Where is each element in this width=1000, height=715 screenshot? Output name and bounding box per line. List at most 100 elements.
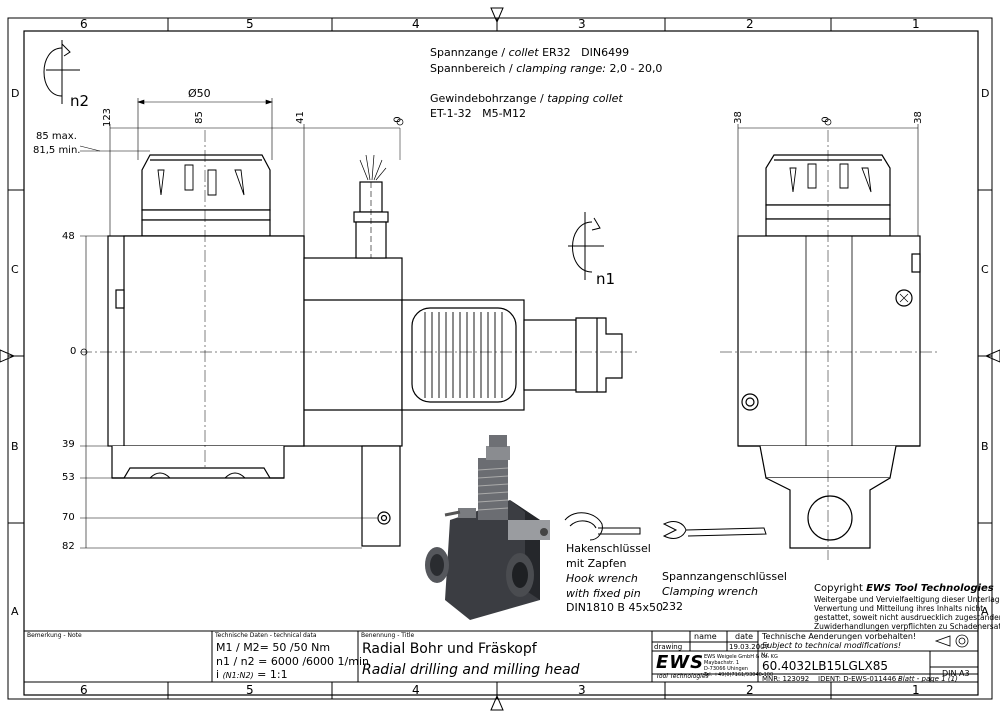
row-drawing: drawing — [654, 643, 683, 651]
col-label-3: 3 — [578, 17, 586, 31]
rotation-label-n1: n1 — [596, 270, 616, 288]
col-label-bottom-6: 6 — [80, 683, 88, 697]
tap-note-de: Gewindebohrzange / — [430, 92, 544, 105]
collet-note: Spannzange / collet ER32 DIN6499 — [430, 46, 629, 59]
title-label: Benennung - Title — [361, 632, 415, 639]
col-label-2: 2 — [746, 17, 754, 31]
dim-diameter-50: Ø50 — [188, 87, 211, 100]
dim-85: 85 — [193, 111, 205, 124]
col-label-bottom-4: 4 — [412, 683, 420, 697]
clamping-wrench-icon — [662, 521, 767, 539]
row-label-C: C — [11, 263, 19, 276]
collet-note-de: Spannzange / — [430, 46, 506, 59]
dim-81-5-min: 81,5 min. — [33, 145, 81, 156]
title-block — [24, 630, 978, 683]
col-label-1: 1 — [912, 17, 920, 31]
ews-logo-subtitle: Tool Technologies — [656, 673, 709, 680]
dim-0-right: 0 — [820, 116, 832, 123]
paper-format: DIN A3 — [942, 669, 970, 678]
title-german: Radial Bohr und Fräskopf — [362, 641, 537, 657]
dim-0-top: 0 — [392, 116, 404, 123]
mnr-number: MNR: 123092 — [762, 675, 810, 683]
col-label-5: 5 — [246, 17, 254, 31]
collet-note-spec: ER32 DIN6499 — [542, 46, 630, 59]
clamping-range-note: Spannbereich / clamping range: 2,0 - 20,… — [430, 62, 662, 75]
row-label-D: D — [11, 87, 20, 100]
ratio-value: = 1:1 — [257, 668, 288, 681]
hook-wrench-de-2: mit Zapfen — [566, 557, 627, 570]
right-view-dimensions — [737, 124, 919, 236]
rotation-symbol-n2 — [43, 40, 80, 104]
dim-53: 53 — [62, 472, 75, 483]
centering-marks — [0, 7, 1000, 711]
torque-spec: M1 / M2= 50 /50 Nm — [216, 641, 331, 654]
dim-82: 82 — [62, 541, 75, 552]
col-label-bottom-1: 1 — [912, 683, 920, 697]
drawing-date: 19.03.2007 — [729, 643, 770, 651]
row-label-right-A: A — [981, 605, 989, 618]
ident-number: IDENT: D-EWS-011446 - — [818, 675, 901, 683]
copyright-line-4: gestattet, soweit nicht ausdruecklich zu… — [814, 613, 1000, 622]
company-line-1: EWS Weigele GmbH & Co. KG — [704, 654, 778, 660]
copyright-line-2: Weitergabe und Vervielfaeltigung dieser … — [814, 595, 1000, 604]
hook-wrench-en-2: with fixed pin — [566, 587, 641, 600]
right-view-head — [720, 118, 940, 560]
rotation-label-n2: n2 — [70, 92, 90, 110]
col-label-bottom-5: 5 — [246, 683, 254, 697]
copyright-prefix: Copyright — [814, 583, 863, 594]
changes-note-en: Subject to technical modifications! — [762, 641, 902, 650]
dim-85-max: 85 max. — [36, 131, 77, 142]
hook-wrench-spec: DIN1810 B 45x50 — [566, 601, 663, 614]
ratio-spec: i (N1:N2) = 1:1 — [216, 668, 288, 681]
tapping-collet-spec: ET-1-32 M5-M12 — [430, 107, 527, 120]
copyright-line-5: Zuwiderhandlungen verpflichten zu Schade… — [814, 622, 1000, 631]
column-name: name — [694, 632, 717, 641]
sheet-number: Blatt - page 1 (1) — [898, 675, 958, 683]
col-label-6: 6 — [80, 17, 88, 31]
hook-wrench-de-1: Hakenschlüssel — [566, 542, 651, 555]
row-label-A: A — [11, 605, 19, 618]
dim-48: 48 — [62, 231, 75, 242]
rotation-symbol-n1 — [568, 212, 604, 280]
speed-spec: n1 / n2 = 6000 /6000 1/min — [216, 655, 369, 668]
hook-wrench-icon — [564, 512, 641, 541]
col-label-bottom-2: 2 — [746, 683, 754, 697]
col-label-4: 4 — [412, 17, 420, 31]
dim-123: 123 — [102, 107, 114, 128]
part-number: 60.4032LB15LGLX85 — [762, 659, 888, 673]
clamping-wrench-de: Spannzangenschlüssel — [662, 570, 787, 583]
copyright-title: Copyright EWS Tool Technologies — [814, 583, 994, 594]
number-label: Nr. — [761, 652, 770, 659]
dim-0-left: 0 — [70, 346, 77, 357]
dim-38-right: 38 — [912, 111, 924, 124]
clamping-wrench-spec: 232 — [662, 600, 683, 613]
row-label-right-B: B — [981, 440, 989, 453]
company-line-4: Tel. +49(0)7161/93040-100 — [704, 672, 774, 678]
copyright-line-3: Verwertung und Mitteilung ihres Inhalts … — [814, 604, 984, 613]
product-3d-image — [425, 435, 550, 620]
technical-data-label: Technische Daten - technical data — [215, 632, 317, 639]
collet-note-en: collet — [508, 46, 539, 59]
copyright-brand: EWS Tool Technologies — [866, 583, 994, 594]
column-date: date — [735, 632, 754, 641]
dim-70: 70 — [62, 512, 75, 523]
ratio-symbol: i — [216, 668, 220, 681]
left-view-dimensions — [79, 98, 400, 549]
dim-41: 41 — [294, 111, 306, 124]
col-label-bottom-3: 3 — [578, 683, 586, 697]
row-label-right-D: D — [981, 87, 990, 100]
ews-logo: EWS — [656, 652, 705, 673]
left-view-head — [80, 118, 640, 547]
clamping-wrench-en: Clamping wrench — [662, 585, 758, 598]
range-note-value: 2,0 - 20,0 — [609, 62, 663, 75]
company-line-3: D-73066 Uhingen — [704, 666, 748, 672]
remark-label: Bemerkung - Note — [27, 632, 82, 639]
hook-wrench-en-1: Hook wrench — [566, 572, 638, 585]
tapping-collet-note: Gewindebohrzange / tapping collet — [430, 92, 623, 105]
ratio-subscript: (N1:N2) — [222, 671, 254, 680]
range-note-en: clamping range: — [516, 62, 606, 75]
range-note-de: Spannbereich / — [430, 62, 513, 75]
changes-note-de: Technische Aenderungen vorbehalten! — [762, 632, 917, 641]
dim-38-left: 38 — [732, 111, 744, 124]
